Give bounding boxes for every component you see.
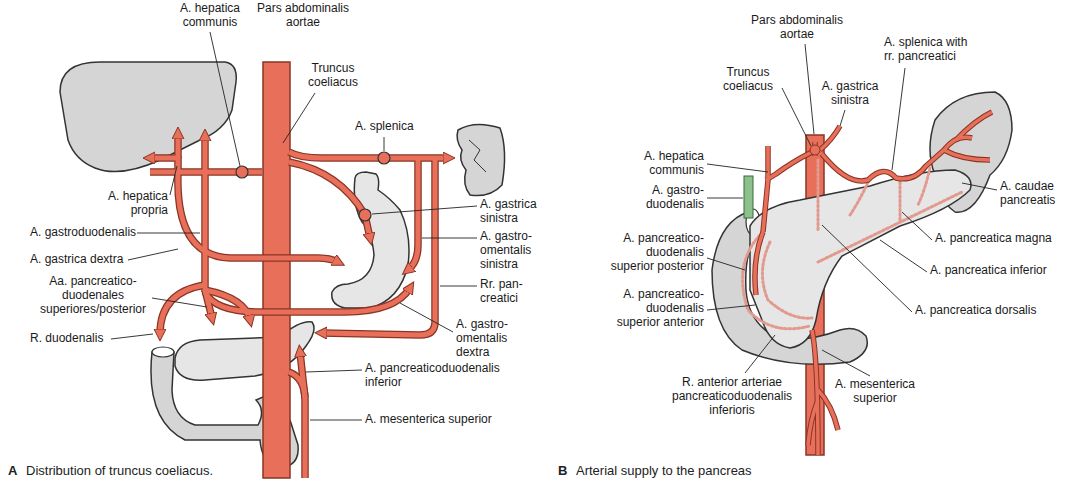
artery-label: A. hepatica communis xyxy=(170,2,250,30)
artery-label: A. gastro- omentalis dextra xyxy=(456,318,526,359)
artery-label: A. gastro- omentalis sinistra xyxy=(480,230,550,271)
artery-label: A. gastrica sinistra xyxy=(480,198,560,226)
artery-label: A. gastro- duodenalis xyxy=(634,184,704,212)
panel-caption: Distribution of truncus coeliacus. xyxy=(26,464,213,479)
artery-label: A. pancreatica inferior xyxy=(930,264,1047,278)
artery-label: A. pancreatica dorsalis xyxy=(915,304,1036,318)
artery-label: Aa. pancreatico- duodenales superiores/p… xyxy=(28,275,158,316)
artery-label: Truncus coeliacus xyxy=(716,66,780,94)
artery-label: A. pancreatico- duodenalis superior post… xyxy=(603,232,704,273)
artery-label: A. gastroduodenalis xyxy=(30,226,136,240)
artery-label: A. gastrica dextra xyxy=(30,253,123,267)
artery-label: A. hepatica propria xyxy=(88,190,168,218)
artery-label: A. mesenterica superior xyxy=(830,378,920,406)
artery-label: A. hepatica communis xyxy=(624,150,704,178)
artery-label: A. splenica with rr. pancreatici xyxy=(884,36,976,64)
artery-label: A. mesenterica superior xyxy=(365,413,492,427)
panel-caption: Arterial supply to the pancreas xyxy=(576,464,752,479)
vessel-label: Pars abdominalis aortae xyxy=(742,14,852,42)
artery-label: R. anterior arteriae pancreaticoduodenal… xyxy=(662,376,802,417)
artery-label: A. splenica xyxy=(355,120,414,134)
artery-label: A. pancreatica magna xyxy=(935,232,1052,246)
artery-label: R. duodenalis xyxy=(30,332,103,346)
vessel-label: Pars abdominalis aortae xyxy=(248,2,358,30)
panel-letter: B xyxy=(558,464,567,479)
artery-label: A. pancreaticoduodenalis inferior xyxy=(365,362,505,390)
artery-label: A. pancreatico- duodenalis superior ante… xyxy=(603,288,704,329)
artery-label: A. gastrica sinistra xyxy=(818,80,882,108)
artery-label: Rr. pan- creatici xyxy=(480,278,535,306)
artery-label: Truncus coeliacus xyxy=(298,62,368,90)
panel-letter: A xyxy=(8,464,17,479)
artery-label: A. caudae pancreatis xyxy=(1000,180,1066,208)
